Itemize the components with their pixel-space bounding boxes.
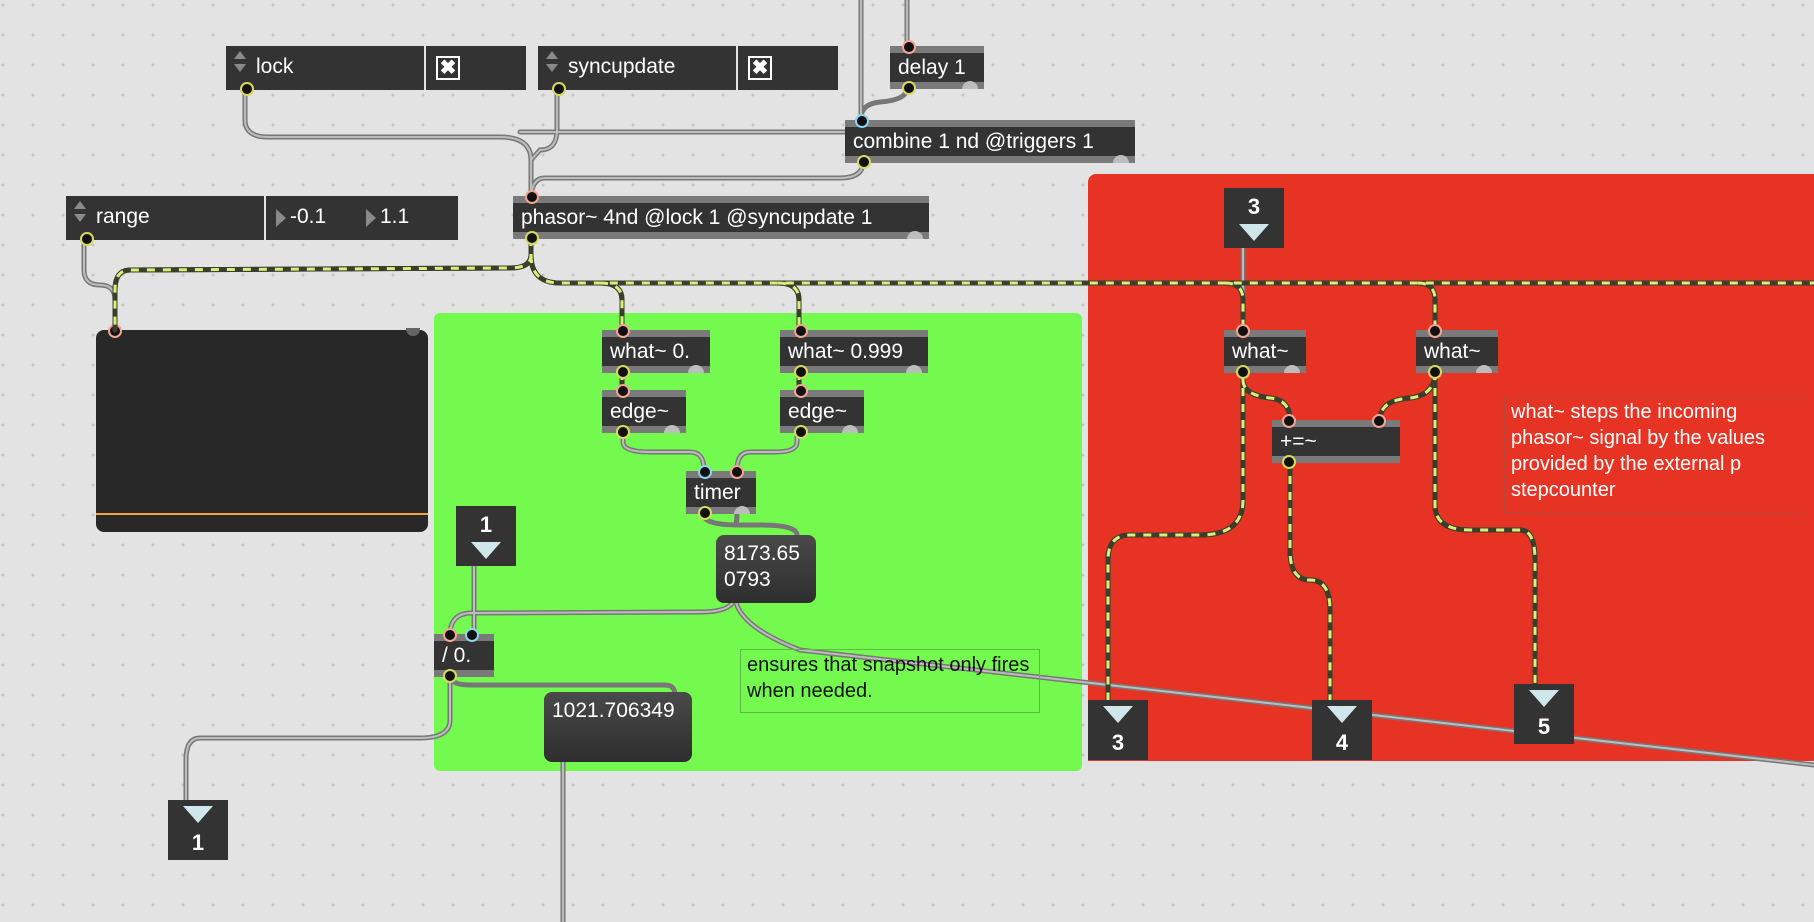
range-min-value[interactable]: -0.1 (290, 205, 327, 228)
what-object-a-text: what~ (1232, 340, 1289, 363)
phasor-object-text: phasor~ 4nd @lock 1 @syncupdate 1 (521, 206, 873, 229)
divide-object-text: / 0. (442, 644, 472, 667)
edge-object-2[interactable]: edge~ (780, 384, 864, 439)
attrui-lock[interactable]: lock ✖ (226, 46, 526, 96)
what-0-object-text: what~ 0. (610, 340, 690, 363)
lock-toggle-checkbox[interactable]: ✖ (436, 56, 460, 80)
what-object-b-text: what~ (1424, 340, 1481, 363)
range-max-value[interactable]: 1.1 (380, 205, 410, 228)
outlet-box-4-number: 4 (1335, 730, 1349, 755)
combine-inlet[interactable] (855, 114, 869, 128)
edge-object-1[interactable]: edge~ (602, 384, 686, 439)
what-object-b[interactable]: what~ (1416, 324, 1498, 379)
inlet-arrow-icon (471, 542, 501, 559)
outlet-box-1[interactable]: 1 (168, 800, 228, 860)
outlet-box-4[interactable]: 4 (1312, 700, 1372, 760)
snapshot-comment: ensures that snapshot only fires when ne… (740, 649, 1040, 713)
divide-inlet-left[interactable] (443, 628, 457, 642)
number-triangle-icon (366, 209, 376, 227)
edge-1-outlet[interactable] (616, 425, 630, 439)
outlet-arrow-icon (1529, 690, 1559, 707)
plus-equals-object-text: +=~ (1280, 430, 1317, 453)
what-0-inlet[interactable] (616, 324, 630, 338)
attrui-range-outlet[interactable] (80, 232, 94, 246)
what-0999-inlet[interactable] (794, 324, 808, 338)
outlet-box-5-number: 5 (1537, 714, 1551, 739)
outlet-arrow-icon (1103, 706, 1133, 723)
delay-inlet[interactable] (902, 40, 916, 54)
phasor-outlet[interactable] (525, 231, 539, 245)
timer-inlet-right[interactable] (730, 465, 744, 479)
plus-equals-object[interactable]: +=~ (1272, 414, 1400, 469)
what-b-inlet[interactable] (1428, 324, 1442, 338)
outlet-box-3[interactable]: 3 (1088, 700, 1148, 760)
what-0999-object[interactable]: what~ 0.999 (780, 324, 928, 379)
edge-object-2-text: edge~ (788, 400, 847, 423)
outlet-arrow-icon (183, 806, 213, 823)
edge-2-outlet[interactable] (794, 425, 808, 439)
divide-inlet-right[interactable] (465, 628, 479, 642)
timer-outlet[interactable] (698, 506, 712, 520)
divide-output-message[interactable]: 1021.706349 (544, 692, 692, 762)
what-description-comment: what~ steps the incoming phasor~ signal … (1504, 396, 1804, 514)
edge-object-1-text: edge~ (610, 400, 669, 423)
inlet-box-1-number: 1 (479, 512, 493, 537)
combine-outlet[interactable] (857, 155, 871, 169)
inlet-box-3[interactable]: 3 (1224, 188, 1284, 248)
scope-display[interactable] (96, 324, 428, 532)
combine-object[interactable]: combine 1 nd @triggers 1 (845, 114, 1135, 169)
what-0999-outlet[interactable] (794, 365, 808, 379)
outlet-arrow-icon (1327, 706, 1357, 723)
scope-inlet[interactable] (108, 324, 122, 338)
inlet-box-1[interactable]: 1 (456, 506, 516, 566)
phasor-object[interactable]: phasor~ 4nd @lock 1 @syncupdate 1 (513, 190, 929, 245)
timer-object[interactable]: timer (686, 465, 756, 520)
what-object-a[interactable]: what~ (1224, 324, 1306, 379)
attrui-syncupdate-label: syncupdate (568, 55, 676, 78)
attrui-syncupdate-outlet[interactable] (552, 82, 566, 96)
outlet-box-5[interactable]: 5 (1514, 684, 1574, 744)
timer-object-text: timer (694, 481, 741, 504)
delay-object[interactable]: delay 1 (890, 40, 984, 95)
what-a-inlet[interactable] (1236, 324, 1250, 338)
delay-object-text: delay 1 (898, 56, 966, 79)
what-0-object[interactable]: what~ 0. (602, 324, 710, 379)
edge-2-inlet[interactable] (794, 384, 808, 398)
what-0-outlet[interactable] (616, 365, 630, 379)
syncupdate-toggle-checkbox[interactable]: ✖ (748, 56, 772, 80)
outlet-box-3-number: 3 (1111, 730, 1125, 755)
stepper-arrows-icon[interactable] (546, 51, 558, 72)
combine-object-text: combine 1 nd @triggers 1 (853, 130, 1094, 153)
what-a-outlet[interactable] (1236, 365, 1250, 379)
plus-equals-inlet-left[interactable] (1282, 414, 1296, 428)
scope-trace (96, 513, 428, 515)
what-0999-object-text: what~ 0.999 (788, 340, 904, 363)
phasor-inlet[interactable] (525, 190, 539, 204)
plus-equals-outlet[interactable] (1282, 455, 1296, 469)
number-triangle-icon (276, 209, 286, 227)
plus-equals-inlet-right[interactable] (1372, 414, 1386, 428)
divide-object[interactable]: / 0. (434, 628, 494, 683)
attrui-lock-label: lock (256, 55, 294, 78)
stepper-arrows-icon[interactable] (74, 201, 86, 222)
attrui-lock-outlet[interactable] (240, 82, 254, 96)
stepper-arrows-icon[interactable] (234, 51, 246, 72)
delay-outlet[interactable] (902, 81, 916, 95)
inlet-arrow-icon (1239, 224, 1269, 241)
what-b-outlet[interactable] (1428, 365, 1442, 379)
inlet-box-3-number: 3 (1247, 194, 1261, 219)
timer-output-message[interactable]: 8173.650793 (716, 535, 816, 603)
divide-outlet[interactable] (443, 669, 457, 683)
timer-inlet-left[interactable] (698, 465, 712, 479)
edge-1-inlet[interactable] (616, 384, 630, 398)
attrui-range-label: range (96, 205, 150, 228)
outlet-box-1-number: 1 (191, 830, 205, 855)
attrui-syncupdate[interactable]: syncupdate ✖ (538, 46, 838, 96)
scope-knob (406, 328, 420, 336)
attrui-range[interactable]: range -0.1 1.1 (66, 196, 458, 246)
